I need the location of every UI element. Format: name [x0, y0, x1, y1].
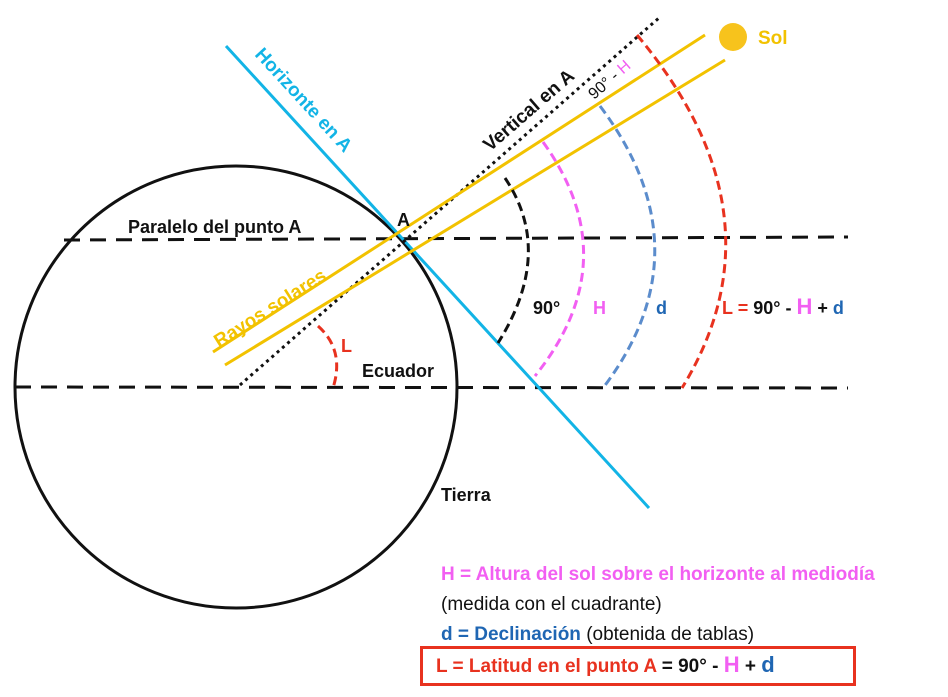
legend-l-bold: L = Latitud en el punto A — [436, 656, 657, 677]
equator-label: Ecuador — [362, 361, 434, 381]
latitude-formula-box — [420, 646, 856, 686]
horizon-line — [224, 44, 651, 510]
point-a-label: A — [397, 210, 410, 230]
angle-90-label: 90° — [533, 298, 560, 318]
legend-l-h: H — [723, 652, 740, 677]
vertical-label: Vertical en A — [480, 65, 580, 155]
legend-h-note-text: (medida con el cuadrante) — [441, 594, 662, 615]
legend-d-note: (obtenida de tablas) — [586, 624, 755, 645]
h-label: H — [593, 298, 606, 318]
vertical-line — [239, 15, 661, 387]
legend-h-note: (medida con el cuadrante) — [441, 593, 948, 617]
solar-ray-2 — [224, 58, 726, 367]
solar-ray-1 — [212, 33, 706, 354]
equator-line — [14, 385, 849, 390]
sun-label: Sol — [758, 28, 788, 49]
arc-l — [635, 34, 728, 389]
legend-l-eq: = 90° - — [661, 656, 719, 677]
rays-label: Rayos solares — [210, 265, 330, 352]
legend-d: d = Declinación (obtenida de tablas) — [441, 623, 948, 647]
arc-h — [533, 141, 586, 377]
arc-90 — [496, 177, 530, 344]
formula-label: L = 90° - H + d — [722, 294, 844, 319]
d-label: d — [656, 298, 667, 318]
arc-d — [598, 105, 657, 389]
legend-l-plus: + — [744, 656, 756, 677]
legend-h: H = Altura del sol sobre el horizonte al… — [441, 563, 948, 587]
legend-l: L = Latitud en el punto A = 90° - H + d — [436, 653, 943, 679]
horizon-label: Horizonte en A — [250, 44, 356, 157]
earth-label: Tierra — [441, 485, 492, 505]
legend-l-d: d — [761, 652, 775, 677]
parallel-label: Paralelo del punto A — [128, 217, 301, 237]
l-small-label: L — [341, 336, 352, 356]
l-arc-small — [316, 324, 339, 389]
parallel-line — [63, 235, 849, 242]
legend-h-text: H = Altura del sol sobre el horizonte al… — [441, 564, 875, 585]
legend-d-bold: d = Declinación — [441, 624, 581, 645]
sun-icon — [719, 23, 747, 51]
